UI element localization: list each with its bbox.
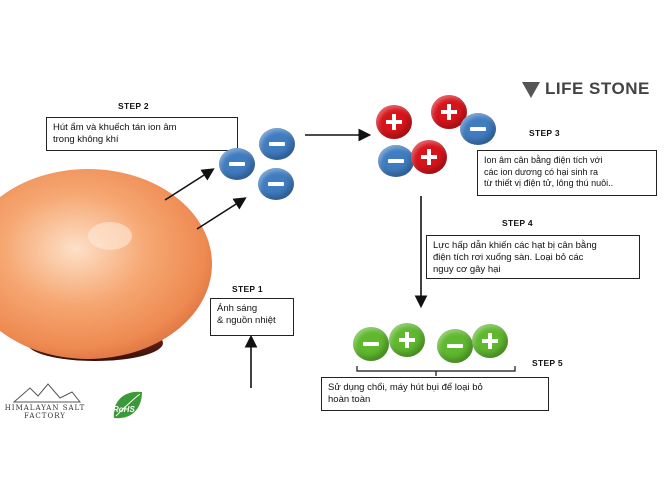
mountain-icon: [12, 383, 82, 403]
negative-ion: [378, 145, 414, 177]
neutral-positive-ion: [389, 323, 425, 357]
arrow-lamp-to-ions-2: [196, 197, 247, 230]
neutral-positive-ion: [472, 324, 508, 358]
step3-textbox: Ion âm cân bằng điện tích với các ion dư…: [477, 150, 657, 196]
negative-ion: [259, 128, 295, 160]
neutral-negative-ion: [437, 329, 473, 363]
step4-textbox: Lực hấp dẫn khiến các hạt bị cân bằng đi…: [426, 235, 640, 279]
negative-ion: [460, 113, 496, 145]
negative-ion: [219, 148, 255, 180]
arrow-lamp-to-ions-1: [164, 168, 215, 201]
step5-textbox: Sử dụng chổi, máy hút bụi để loại bỏ hoà…: [321, 377, 549, 411]
rohs-text: RoHS: [113, 405, 135, 414]
neutral-negative-ion: [353, 327, 389, 361]
brace-step5: [356, 366, 516, 376]
himalayan-salt-factory-logo: HIMALAYAN SALT FACTORY: [4, 388, 86, 420]
negative-ion: [258, 168, 294, 200]
step5-label: STEP 5: [532, 358, 563, 368]
step3-label: STEP 3: [529, 128, 560, 138]
life-stone-logo-mark: [522, 82, 540, 98]
step4-label: STEP 4: [502, 218, 533, 228]
step1-textbox: Ánh sáng & nguồn nhiệt: [210, 298, 294, 336]
positive-ion: [376, 105, 412, 139]
brand-name: LIFE STONE: [545, 79, 650, 98]
step1-label: STEP 1: [232, 284, 263, 294]
salt-lamp: [0, 169, 212, 359]
step2-textbox: Hút ẩm và khuếch tán ion âm trong không …: [46, 117, 238, 151]
logo-line1: HIMALAYAN SALT: [4, 404, 86, 412]
life-stone-logo: LIFE STONE: [525, 79, 650, 99]
step2-label: STEP 2: [118, 101, 149, 111]
lamp-highlight: [88, 222, 132, 250]
logo-line2: FACTORY: [24, 412, 66, 420]
positive-ion: [411, 140, 447, 174]
